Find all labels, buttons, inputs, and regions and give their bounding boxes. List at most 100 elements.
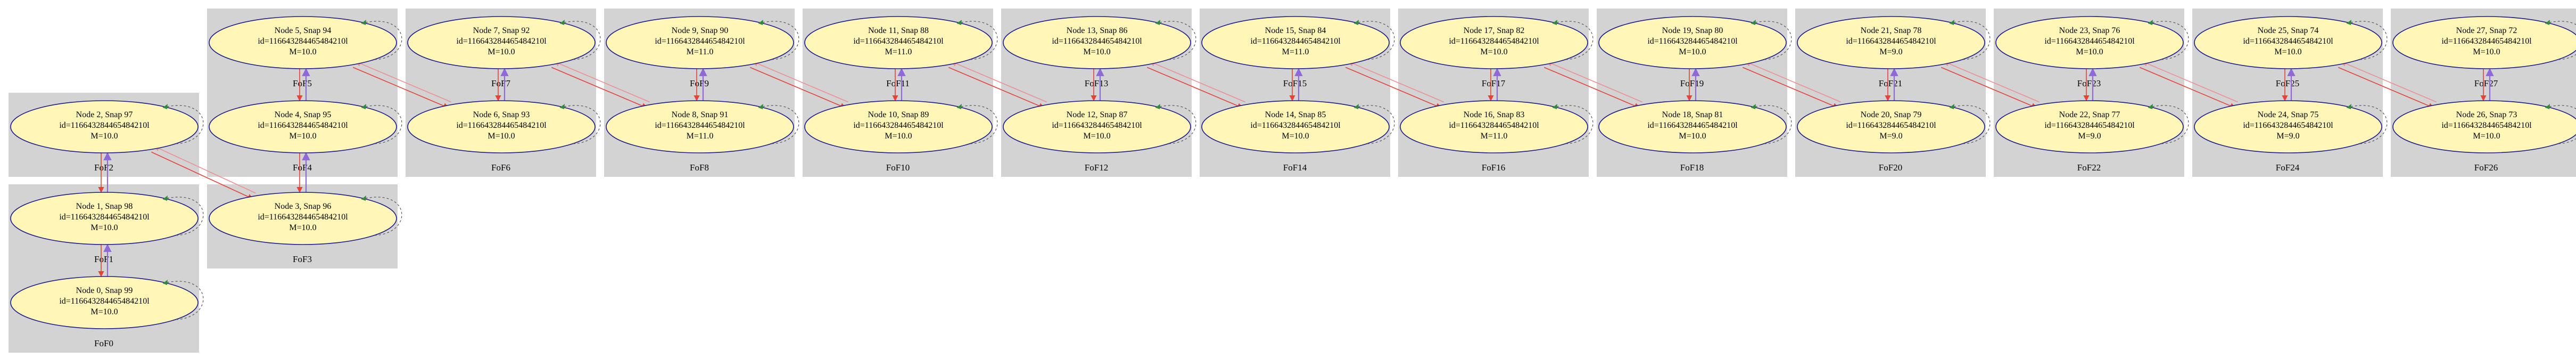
node-label-line: id=116643284465484210l [2441, 37, 2532, 46]
halo-node[interactable]: Node 22, Snap 77id=116643284465484210lM=… [1995, 100, 2189, 153]
node-ellipse[interactable] [407, 16, 596, 69]
self-loop-arrowhead [2545, 104, 2550, 109]
node-label-line: Node 0, Snap 99 [76, 286, 133, 295]
self-loop-arrowhead [758, 20, 763, 25]
halo-node[interactable]: Node 23, Snap 76id=116643284465484210lM=… [1995, 16, 2189, 69]
node-ellipse[interactable] [1400, 100, 1588, 153]
halo-node[interactable]: Node 3, Snap 96id=116643284465484210lM=1… [209, 192, 402, 245]
node-label-line: M=10.0 [2473, 132, 2500, 141]
halo-node[interactable]: Node 26, Snap 73 id=116643284465484210lM=… [2392, 100, 2576, 153]
halo-node[interactable]: Node 10, Snap 89id=116643284465484210lM=… [804, 100, 998, 153]
halo-node[interactable]: Node 18, Snap 81id=116643284465484210lM=… [1598, 100, 1792, 153]
node-ellipse[interactable] [2194, 16, 2382, 69]
halo-node[interactable]: Node 4, Snap 95id=116643284465484210lM=1… [209, 100, 402, 153]
node-label-line: Node 15, Snap 84 [1265, 26, 1326, 35]
halo-node[interactable]: Node 15, Snap 84id=116643284465484210lM=… [1201, 16, 1395, 69]
node-label-line: id=116643284465484210l [2243, 121, 2333, 130]
node-ellipse[interactable] [209, 16, 397, 69]
halo-node[interactable]: Node 7, Snap 92id=116643284465484210lM=1… [407, 16, 601, 69]
cluster-label: FoF4 [293, 162, 312, 173]
self-loop-arrowhead [163, 196, 168, 201]
node-ellipse[interactable] [2194, 100, 2382, 153]
node-label-line: id=116643284465484210l [456, 37, 547, 46]
halo-node[interactable]: Node 12, Snap 87id=116643284465484210lM=… [1003, 100, 1196, 153]
self-loop-arrowhead [361, 20, 366, 25]
link-edge [553, 61, 650, 103]
node-ellipse[interactable] [606, 16, 794, 69]
node-ellipse[interactable] [1995, 16, 2184, 69]
node-label-line: M=10.0 [488, 47, 515, 56]
node-label-line: Node 3, Snap 96 [275, 202, 332, 211]
node-ellipse[interactable] [1201, 16, 1390, 69]
halo-node[interactable]: Node 14, Snap 85id=116643284465484210lM=… [1201, 100, 1395, 153]
node-ellipse[interactable] [10, 276, 199, 329]
node-ellipse[interactable] [1003, 100, 1191, 153]
halo-node[interactable]: Node 17, Snap 82id=116643284465484210lM=… [1400, 16, 1594, 69]
node-label-line: id=116643284465484210l [1647, 121, 1738, 130]
node-label-line: Node 26, Snap 73 [2456, 110, 2517, 119]
node-ellipse[interactable] [209, 100, 397, 153]
halo-node[interactable]: Node 5, Snap 94id=116643284465484210lM=1… [209, 16, 402, 69]
node-ellipse[interactable] [1598, 16, 1787, 69]
node-ellipse[interactable] [1797, 100, 1985, 153]
self-loop-arrowhead [163, 280, 168, 285]
node-label-line: M=11.0 [1481, 132, 1508, 141]
link-edge [1943, 61, 2040, 103]
self-loop-edge [1949, 105, 1991, 144]
node-label-line: M=11.0 [885, 47, 912, 56]
self-loop-arrowhead [957, 20, 962, 25]
halo-node[interactable]: Node 20, Snap 79id=116643284465484210lM=… [1797, 100, 1991, 153]
halo-node[interactable]: Node 25, Snap 74id=116643284465484210lM=… [2194, 16, 2388, 69]
halo-node[interactable]: Node 8, Snap 91id=116643284465484210lM=1… [606, 100, 799, 153]
cluster-label: FoF23 [2077, 78, 2101, 88]
node-ellipse[interactable] [1201, 100, 1390, 153]
halo-node[interactable]: Node 11, Snap 88id=116643284465484210lM=… [804, 16, 998, 69]
cluster-label: FoF17 [1482, 78, 1506, 88]
halo-node[interactable]: Node 1, Snap 98id=116643284465484210lM=1… [10, 192, 204, 245]
self-loop-arrowhead [2545, 20, 2550, 25]
self-loop-arrowhead [1155, 20, 1160, 25]
self-loop-edge [1155, 21, 1196, 60]
node-ellipse[interactable] [2392, 16, 2576, 69]
node-ellipse[interactable] [2392, 100, 2576, 153]
node-label-line: Node 12, Snap 87 [1067, 110, 1128, 119]
cluster-label: FoF3 [293, 254, 312, 264]
halo-node[interactable]: Node 19, Snap 80id=116643284465484210lM=… [1598, 16, 1792, 69]
node-ellipse[interactable] [804, 100, 993, 153]
halo-node[interactable]: Node 2, Snap 97id=116643284465484210lM=1… [10, 100, 204, 153]
node-label-line: Node 25, Snap 74 [2258, 26, 2319, 35]
halo-node[interactable]: Node 0, Snap 99id=116643284465484210lM=1… [10, 276, 204, 329]
self-loop-edge [956, 21, 998, 60]
halo-node[interactable]: Node 13, Snap 86id=116643284465484210lM=… [1003, 16, 1196, 69]
node-label-line: M=11.0 [1282, 47, 1309, 56]
node-label-line: id=116643284465484210l [258, 121, 348, 130]
node-label-line: id=116643284465484210l [1250, 121, 1341, 130]
cluster-label: FoF10 [886, 162, 910, 173]
self-loop-edge [2148, 105, 2189, 144]
node-ellipse[interactable] [1598, 100, 1787, 153]
node-label-line: M=10.0 [2274, 47, 2301, 56]
node-label-line: M=10.0 [1282, 132, 1309, 141]
node-ellipse[interactable] [1400, 16, 1588, 69]
halo-node[interactable]: Node 9, Snap 90id=116643284465484210lM=1… [606, 16, 799, 69]
node-ellipse[interactable] [804, 16, 993, 69]
halo-node[interactable]: Node 6, Snap 93id=116643284465484210lM=1… [407, 100, 601, 153]
self-loop-edge [1353, 21, 1395, 60]
halo-node[interactable]: Node 16, Snap 83id=116643284465484210lM=… [1400, 100, 1594, 153]
node-ellipse[interactable] [606, 100, 794, 153]
node-ellipse[interactable] [1003, 16, 1191, 69]
node-ellipse[interactable] [10, 192, 199, 245]
cluster-label: FoF0 [94, 338, 113, 348]
node-ellipse[interactable] [407, 100, 596, 153]
halo-node[interactable]: Node 21, Snap 78id=116643284465484210lM=… [1797, 16, 1991, 69]
node-ellipse[interactable] [1797, 16, 1985, 69]
link-edge [151, 151, 254, 200]
halo-node[interactable]: Node 27, Snap 72id=116643284465484210lM=… [2392, 16, 2576, 69]
node-ellipse[interactable] [209, 192, 397, 245]
self-loop-arrowhead [361, 104, 366, 109]
cluster-label: FoF2 [94, 162, 113, 173]
node-ellipse[interactable] [10, 100, 199, 153]
node-label-line: id=116643284465484210l [2441, 121, 2532, 130]
node-ellipse[interactable] [1995, 100, 2184, 153]
halo-node[interactable]: Node 24, Snap 75id=116643284465484210lM=… [2194, 100, 2388, 153]
